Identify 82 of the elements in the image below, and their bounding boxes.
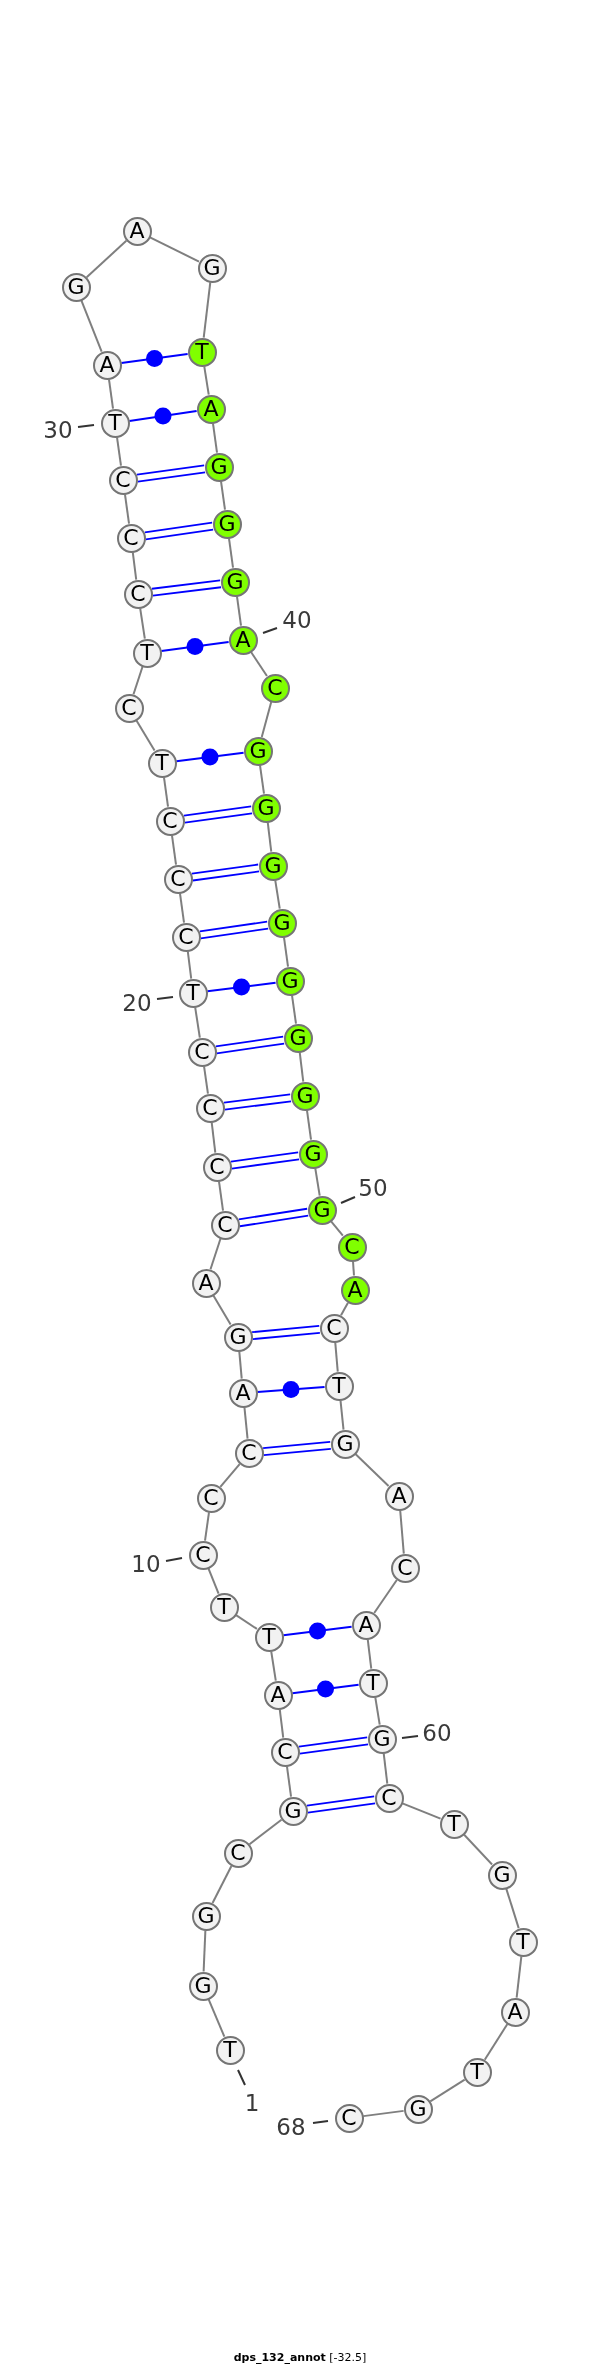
base-pair-bond xyxy=(120,350,189,367)
base-pair-bond xyxy=(230,1151,300,1170)
backbone-line xyxy=(266,821,273,853)
backbone-line xyxy=(352,1260,355,1277)
backbone-line xyxy=(194,1006,201,1039)
base-pair-bond xyxy=(256,1381,326,1398)
backbone-line xyxy=(171,834,177,866)
caption: dps_132_annot [-32.5] xyxy=(233,2351,367,2365)
backbone-line xyxy=(462,1833,494,1866)
backbone-line xyxy=(243,1406,249,1440)
base-pair-bond xyxy=(128,407,198,425)
base-pair-bond xyxy=(160,638,230,655)
backbone-line xyxy=(382,1752,389,1785)
backbone-line xyxy=(203,1065,209,1095)
backbone-line xyxy=(238,1350,243,1380)
backbone-line xyxy=(202,281,212,339)
base-pair-bond xyxy=(191,863,260,882)
position-number: 50 xyxy=(358,1176,388,1200)
backbone-line xyxy=(374,1696,381,1726)
backbone-line xyxy=(259,764,265,795)
backbone-line xyxy=(354,1453,390,1487)
backbone-line xyxy=(278,1708,285,1739)
base-pair-bond xyxy=(291,1680,360,1698)
position-number: 68 xyxy=(276,2115,306,2139)
backbone-line xyxy=(260,701,273,738)
backbone-line xyxy=(366,1638,373,1670)
backbone-line xyxy=(248,1818,283,1846)
backbone-line xyxy=(291,994,297,1025)
backbone-line xyxy=(209,1237,222,1271)
backbone-line xyxy=(139,607,146,640)
backbone-line xyxy=(339,1399,345,1431)
position-number: 1 xyxy=(244,2091,260,2115)
base-pair-bond xyxy=(306,1795,376,1814)
backbone-line xyxy=(132,665,144,696)
backbone-line xyxy=(210,1121,217,1154)
backbone-line xyxy=(207,1998,226,2038)
position-number: 20 xyxy=(122,991,152,1015)
base-pair-bond xyxy=(262,1440,332,1457)
backbone-line xyxy=(285,1765,293,1798)
base-pair-bond xyxy=(175,748,245,766)
backbone-line xyxy=(314,1167,321,1197)
backbone-line xyxy=(228,537,234,569)
backbone-line xyxy=(270,1650,277,1682)
backbone-line xyxy=(334,1341,339,1373)
position-number: 40 xyxy=(282,608,312,632)
backbone-line xyxy=(131,551,138,581)
backbone-line xyxy=(274,879,281,910)
backbone-line xyxy=(212,422,218,454)
backbone-line xyxy=(505,1887,520,1930)
backbone-line xyxy=(116,436,122,467)
backbone-line xyxy=(179,892,185,924)
backbone-line xyxy=(204,1511,210,1542)
base-pair-bond xyxy=(223,1093,292,1111)
backbone-line xyxy=(80,299,103,353)
backbone-line xyxy=(306,1109,312,1141)
base-pair-bond xyxy=(136,464,206,483)
backbone-line xyxy=(362,2109,405,2118)
backbone-line xyxy=(220,480,226,511)
position-number: 10 xyxy=(131,1552,161,1576)
base-pair-bond xyxy=(206,978,277,996)
backbone-line xyxy=(298,1051,305,1083)
backbone-line xyxy=(283,936,289,968)
position-number: 30 xyxy=(43,418,73,442)
backbone-line xyxy=(236,595,242,627)
backbone-line xyxy=(202,1929,207,1973)
backbone-line xyxy=(186,950,193,980)
base-pair-bond xyxy=(183,805,253,824)
base-pair-bond xyxy=(298,1736,369,1755)
backbone-line xyxy=(85,239,128,279)
backbone-line xyxy=(203,365,210,396)
backbone-line xyxy=(163,776,169,808)
backbone-line xyxy=(219,1463,241,1488)
base-pair-bond xyxy=(251,1324,321,1341)
backbone-line xyxy=(399,1509,405,1555)
backbone-line xyxy=(108,378,114,410)
base-pair-bond xyxy=(151,579,222,597)
backbone-line xyxy=(207,1567,220,1595)
backbone-line xyxy=(124,493,130,525)
position-number: 60 xyxy=(422,1721,452,1745)
base-pair-bond xyxy=(282,1622,353,1640)
backbone-line xyxy=(218,1180,224,1212)
backbone-line xyxy=(515,1955,523,1999)
